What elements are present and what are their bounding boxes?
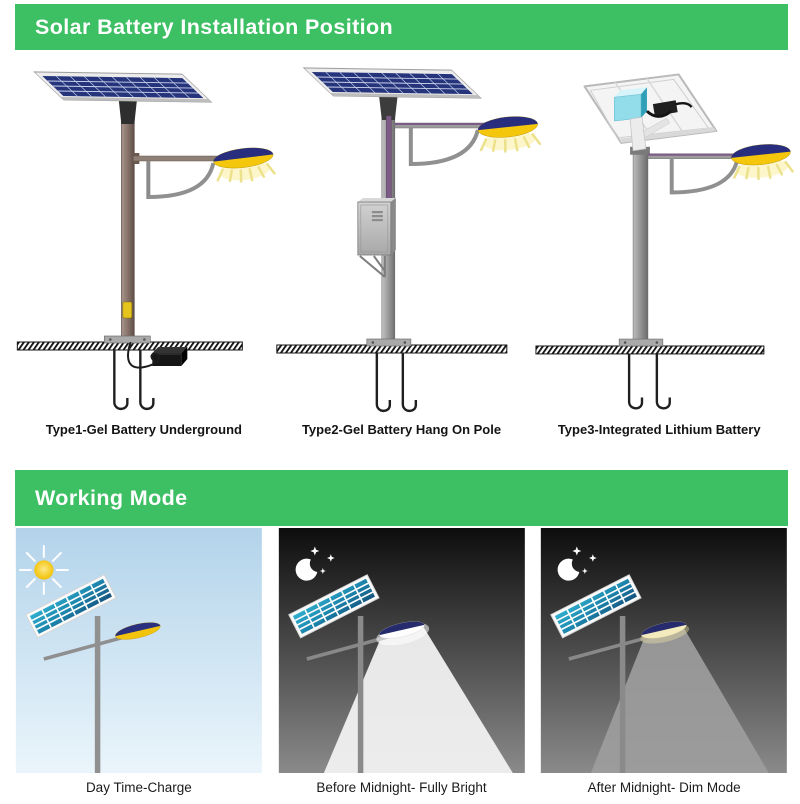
installation-diagrams: Type1-Gel Battery Underground [15, 50, 795, 437]
box-brace [358, 255, 386, 278]
street-lamp-icon [213, 147, 276, 183]
battery-cable [127, 342, 160, 369]
solar-light-infographic: Solar Battery Installation Position [0, 4, 800, 804]
stars-icon [572, 546, 597, 574]
pole [630, 146, 651, 348]
light-beam-bright [323, 626, 513, 773]
light-beam-dim [591, 628, 770, 773]
mode-after-midnight-illustration [541, 528, 788, 773]
installation-title: Solar Battery Installation Position [35, 14, 394, 39]
pole [620, 616, 626, 773]
working-mode-panels: Day Time-Charge [15, 528, 788, 796]
mode-day-illustration [15, 528, 262, 773]
access-door [122, 301, 133, 319]
ground-line [535, 345, 765, 355]
mode-before-midnight-figure: Before Midnight- Fully Bright [278, 528, 526, 796]
panel-mount [630, 116, 671, 152]
mode-before-midnight-caption: Before Midnight- Fully Bright [316, 780, 487, 795]
lithium-battery-icon [614, 87, 648, 122]
street-lamp-icon [376, 621, 429, 646]
type2-hang-on-pole-figure: Type2-Gel Battery Hang On Pole [273, 50, 541, 437]
solar-panel-icon [550, 574, 643, 639]
street-lamp-icon [115, 622, 161, 640]
street-lamp-icon [477, 116, 541, 153]
type1-underground-figure: Type1-Gel Battery Underground [15, 50, 276, 437]
street-lamp-icon [731, 144, 795, 181]
base-flange [366, 338, 411, 347]
working-mode-title: Working Mode [35, 485, 188, 510]
type1-caption: Type1-Gel Battery Underground [45, 422, 242, 437]
anchor-bolts-icon [628, 353, 672, 410]
mode-day-caption: Day Time-Charge [85, 780, 192, 795]
base-flange [619, 338, 664, 347]
stars-icon [310, 546, 335, 574]
type1-illustration [16, 71, 276, 411]
type3-integrated-lithium-figure: Type3-Integrated Lithium Battery [530, 50, 795, 437]
lamp-arm [568, 633, 658, 661]
working-mode-header: Working Mode [15, 470, 788, 526]
battery-box-icon [357, 198, 396, 278]
lamp-arm [394, 122, 492, 166]
mode-after-midnight-caption: After Midnight- Dim Mode [587, 780, 741, 795]
solar-panel-icon [302, 67, 482, 99]
moon-icon [295, 558, 318, 581]
installation-header: Solar Battery Installation Position [15, 4, 788, 50]
type2-illustration [276, 67, 541, 413]
mode-before-midnight-illustration [278, 528, 525, 773]
pole [118, 96, 138, 343]
solar-panel-icon [25, 574, 117, 639]
type2-caption: Type2-Gel Battery Hang On Pole [301, 422, 502, 437]
sun-icon [18, 545, 69, 595]
anchor-bolts-icon [375, 353, 417, 413]
pole-cap [378, 94, 398, 120]
pole [94, 616, 101, 773]
lamp-arm [133, 153, 227, 199]
pole-cap [630, 146, 651, 155]
moon-icon [557, 558, 580, 581]
lamp-arm [43, 633, 133, 661]
mode-day-figure: Day Time-Charge [15, 528, 263, 796]
lamp-arm [648, 153, 747, 195]
day-sky [15, 528, 262, 773]
type3-caption: Type3-Integrated Lithium Battery [557, 422, 761, 437]
mode-after-midnight-figure: After Midnight- Dim Mode [540, 528, 788, 796]
controller-icon [646, 100, 693, 118]
base-flange [103, 335, 151, 344]
panel-mount [118, 96, 138, 124]
anchor-bolts-icon [113, 350, 155, 411]
street-lamp-icon [640, 621, 690, 644]
pole [357, 616, 364, 773]
battery-icon [152, 347, 188, 366]
type3-illustration [535, 73, 795, 410]
solar-panel-icon [33, 71, 213, 103]
solar-panel-icon [287, 574, 380, 639]
